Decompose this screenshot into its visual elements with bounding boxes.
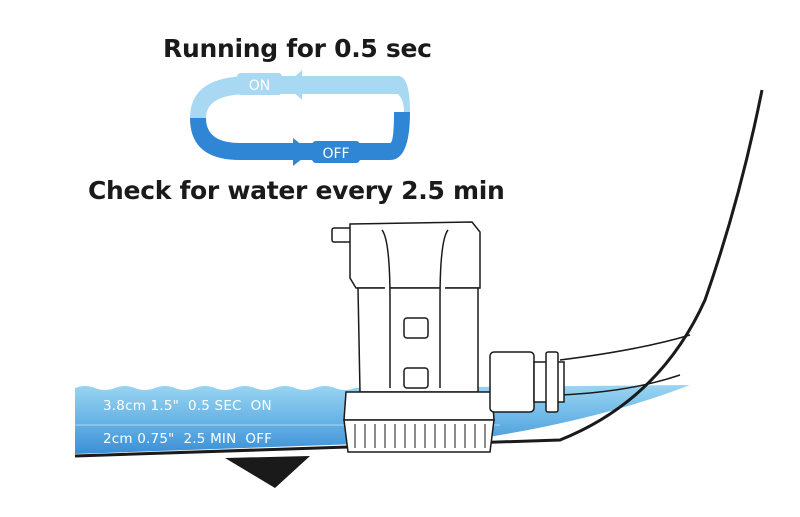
pump-top-housing	[349, 221, 481, 289]
hull-outline	[74, 89, 764, 458]
pump-handle	[381, 229, 449, 388]
on-water-level-label: 3.8cm 1.5" 0.5 SEC ON	[103, 398, 272, 414]
keel	[225, 456, 310, 488]
cycle-arrows: ON OFF	[190, 70, 410, 166]
pump-base	[343, 391, 495, 421]
check-interval-label: Check for water every 2.5 min	[88, 176, 505, 205]
off-water-level-label: 2cm 0.75" 2.5 MIN OFF	[103, 431, 273, 447]
off-badge	[312, 141, 360, 163]
pump-intake	[343, 419, 495, 453]
discharge-hose	[559, 334, 691, 396]
off-badge-label: OFF	[322, 146, 349, 162]
outlet-collar	[489, 351, 535, 413]
on-badge-label: ON	[249, 78, 271, 94]
off-arrow-head	[293, 138, 311, 166]
pump-intake-slots	[354, 424, 486, 448]
pump	[331, 221, 565, 453]
pump-window-top	[403, 317, 429, 339]
on-arrow-head	[286, 70, 302, 100]
pump-nozzle	[331, 227, 353, 243]
pump-window-bottom	[403, 367, 429, 389]
on-badge	[237, 73, 282, 95]
outlet-clamp	[545, 351, 559, 413]
running-duration-label: Running for 0.5 sec	[163, 34, 432, 63]
